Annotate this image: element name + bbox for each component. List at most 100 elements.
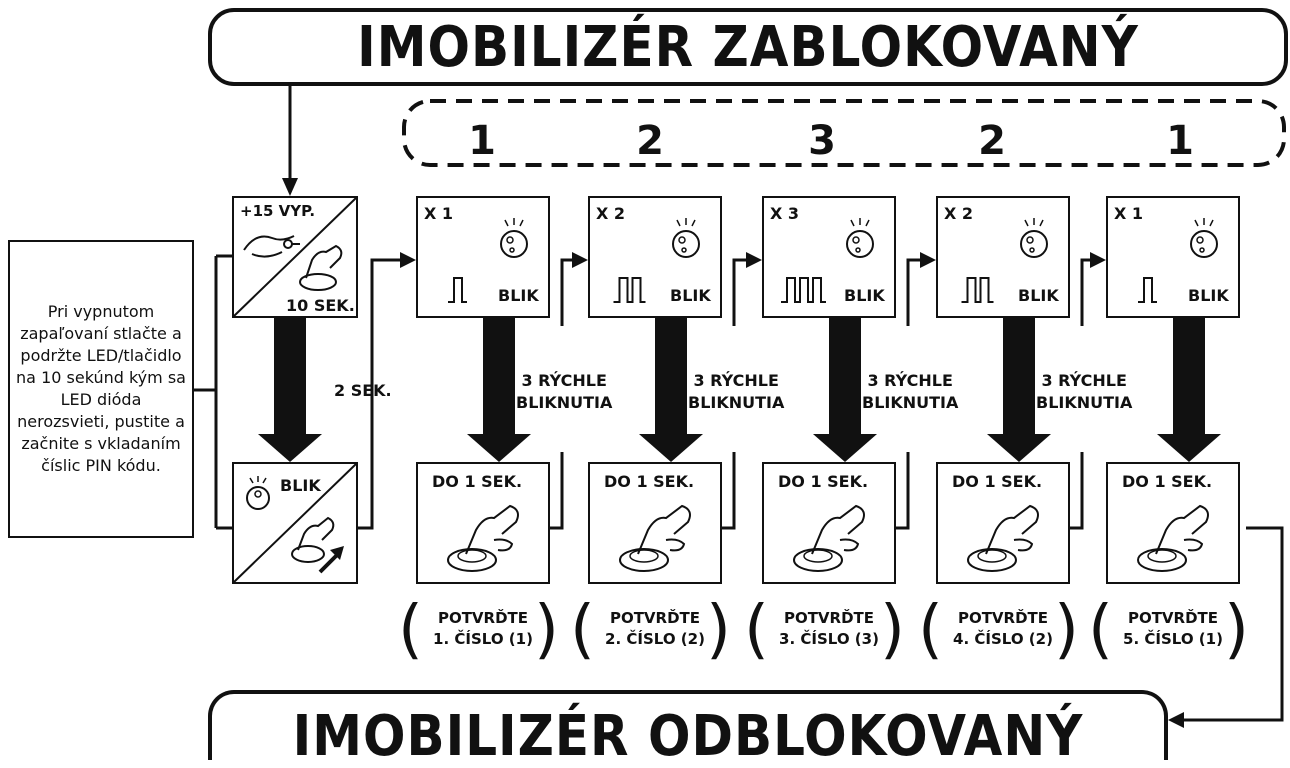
pulse-signal-icon [961,277,994,303]
down-arrow-icon [467,318,531,462]
led-blink-icon [672,218,700,258]
press-button-icon [967,504,1039,572]
led-blink-icon [1020,218,1048,258]
step-blink-box: X 1 BLIK [1106,196,1240,318]
fast-blink-line-1: 3 RÝCHLE [1041,371,1127,390]
led-blink-icon [846,218,874,258]
down-arrow-icon [1157,318,1221,462]
ignition-off-label: +15 VYP. [240,202,316,220]
locked-title: IMOBILIZÉR ZABLOKOVANÝ [357,14,1139,80]
blink-count-label: X 1 [1114,204,1144,223]
confirm-label: POTVRĎTE [783,609,875,627]
pulse-signal-icon [781,277,826,303]
led-blink-icon [246,476,270,510]
paren-right: ) [706,593,731,667]
press-button-icon [619,504,691,572]
digit-number-label: 4. ČÍSLO (2) [953,630,1053,648]
paren-left: ( [1088,593,1113,667]
paren-left: ( [918,593,943,667]
confirm-label: POTVRĎTE [1127,609,1219,627]
step-press-box: DO 1 SEK. [588,462,722,584]
blink-label: BLIK [670,286,711,305]
key-hand-icon [243,235,300,258]
blink-label: BLIK [844,286,885,305]
blink-count-label: X 2 [944,204,974,223]
press-time-label: DO 1 SEK. [604,472,695,491]
step-blink-box: X 2 BLIK [936,196,1070,318]
fast-blink-line-1: 3 RÝCHLE [867,371,953,390]
blink-count-label: X 1 [424,204,454,223]
pulse-wave [613,277,646,303]
fast-blink-line-2: BLIKNUTIA [1036,393,1133,412]
fast-blink-line-1: 3 RÝCHLE [693,371,779,390]
confirm-digit-label: POTVRĎTE 4. ČÍSLO (2) [938,608,1068,650]
fast-blink-label: 3 RÝCHLE BLIKNUTIA [688,370,784,414]
press-button-icon [299,244,343,291]
pin-digit: 2 [636,118,664,164]
fast-blink-line-2: BLIKNUTIA [688,393,785,412]
pin-digit: 1 [468,118,496,164]
diagonal-divider [233,463,357,583]
digit-number-label: 5. ČÍSLO (1) [1123,630,1223,648]
blink-label: BLIK [1188,286,1229,305]
confirm-digit-label: POTVRĎTE 5. ČÍSLO (1) [1108,608,1238,650]
start-blink-label: BLIK [280,476,321,495]
locked-banner: IMOBILIZÉR ZABLOKOVANÝ [208,8,1288,86]
paren-right: ) [534,593,559,667]
pulse-signal-icon [613,277,646,303]
diagonal-divider [233,197,357,317]
press-time-label: DO 1 SEK. [432,472,523,491]
blink-count-label: X 2 [596,204,626,223]
pulse-wave [448,277,467,303]
step-press-box: DO 1 SEK. [936,462,1070,584]
down-arrow-icon [639,318,703,462]
start-ignition-box: +15 VYP. 10 SEK. [232,196,358,318]
blink-label: BLIK [498,286,539,305]
instruction-text: Pri vypnutom zapaľovaní stlačte a podržt… [16,302,186,475]
down-arrow-icon [813,318,877,462]
step-blink-box: X 2 BLIK [588,196,722,318]
led-blink-icon [1190,218,1218,258]
fast-blink-line-2: BLIKNUTIA [516,393,613,412]
confirm-label: POTVRĎTE [609,609,701,627]
fast-blink-line-2: BLIKNUTIA [862,393,959,412]
fast-blink-label: 3 RÝCHLE BLIKNUTIA [516,370,612,414]
press-button-icon [291,516,335,563]
fast-blink-label: 3 RÝCHLE BLIKNUTIA [862,370,958,414]
pulse-signal-icon [448,277,467,303]
paren-left: ( [570,593,595,667]
pulse-wave [1138,277,1157,303]
fast-blink-label: 3 RÝCHLE BLIKNUTIA [1036,370,1132,414]
confirm-label: POTVRĎTE [957,609,1049,627]
start-blink-box: BLIK [232,462,358,584]
step-press-box: DO 1 SEK. [416,462,550,584]
fast-blink-line-1: 3 RÝCHLE [521,371,607,390]
paren-right: ) [880,593,905,667]
step-blink-box: X 3 BLIK [762,196,896,318]
blink-label: BLIK [1018,286,1059,305]
confirm-digit-label: POTVRĎTE 3. ČÍSLO (3) [764,608,894,650]
hold-time-label: 10 SEK. [286,296,355,315]
pin-digit: 1 [1166,118,1194,164]
down-arrow-icon [987,318,1051,462]
pin-digit: 2 [978,118,1006,164]
wait-label: 2 SEK. [334,381,392,400]
pulse-wave [961,277,994,303]
paren-left: ( [398,593,423,667]
press-button-icon [793,504,865,572]
arrow-up-right-icon [318,546,344,574]
digit-number-label: 3. ČÍSLO (3) [779,630,879,648]
pulse-signal-icon [1138,277,1157,303]
confirm-label: POTVRĎTE [437,609,529,627]
press-button-icon [1137,504,1209,572]
blink-count-label: X 3 [770,204,800,223]
press-time-label: DO 1 SEK. [778,472,869,491]
press-time-label: DO 1 SEK. [1122,472,1213,491]
instruction-note: Pri vypnutom zapaľovaní stlačte a podržt… [8,240,194,538]
step-press-box: DO 1 SEK. [762,462,896,584]
step-press-box: DO 1 SEK. [1106,462,1240,584]
